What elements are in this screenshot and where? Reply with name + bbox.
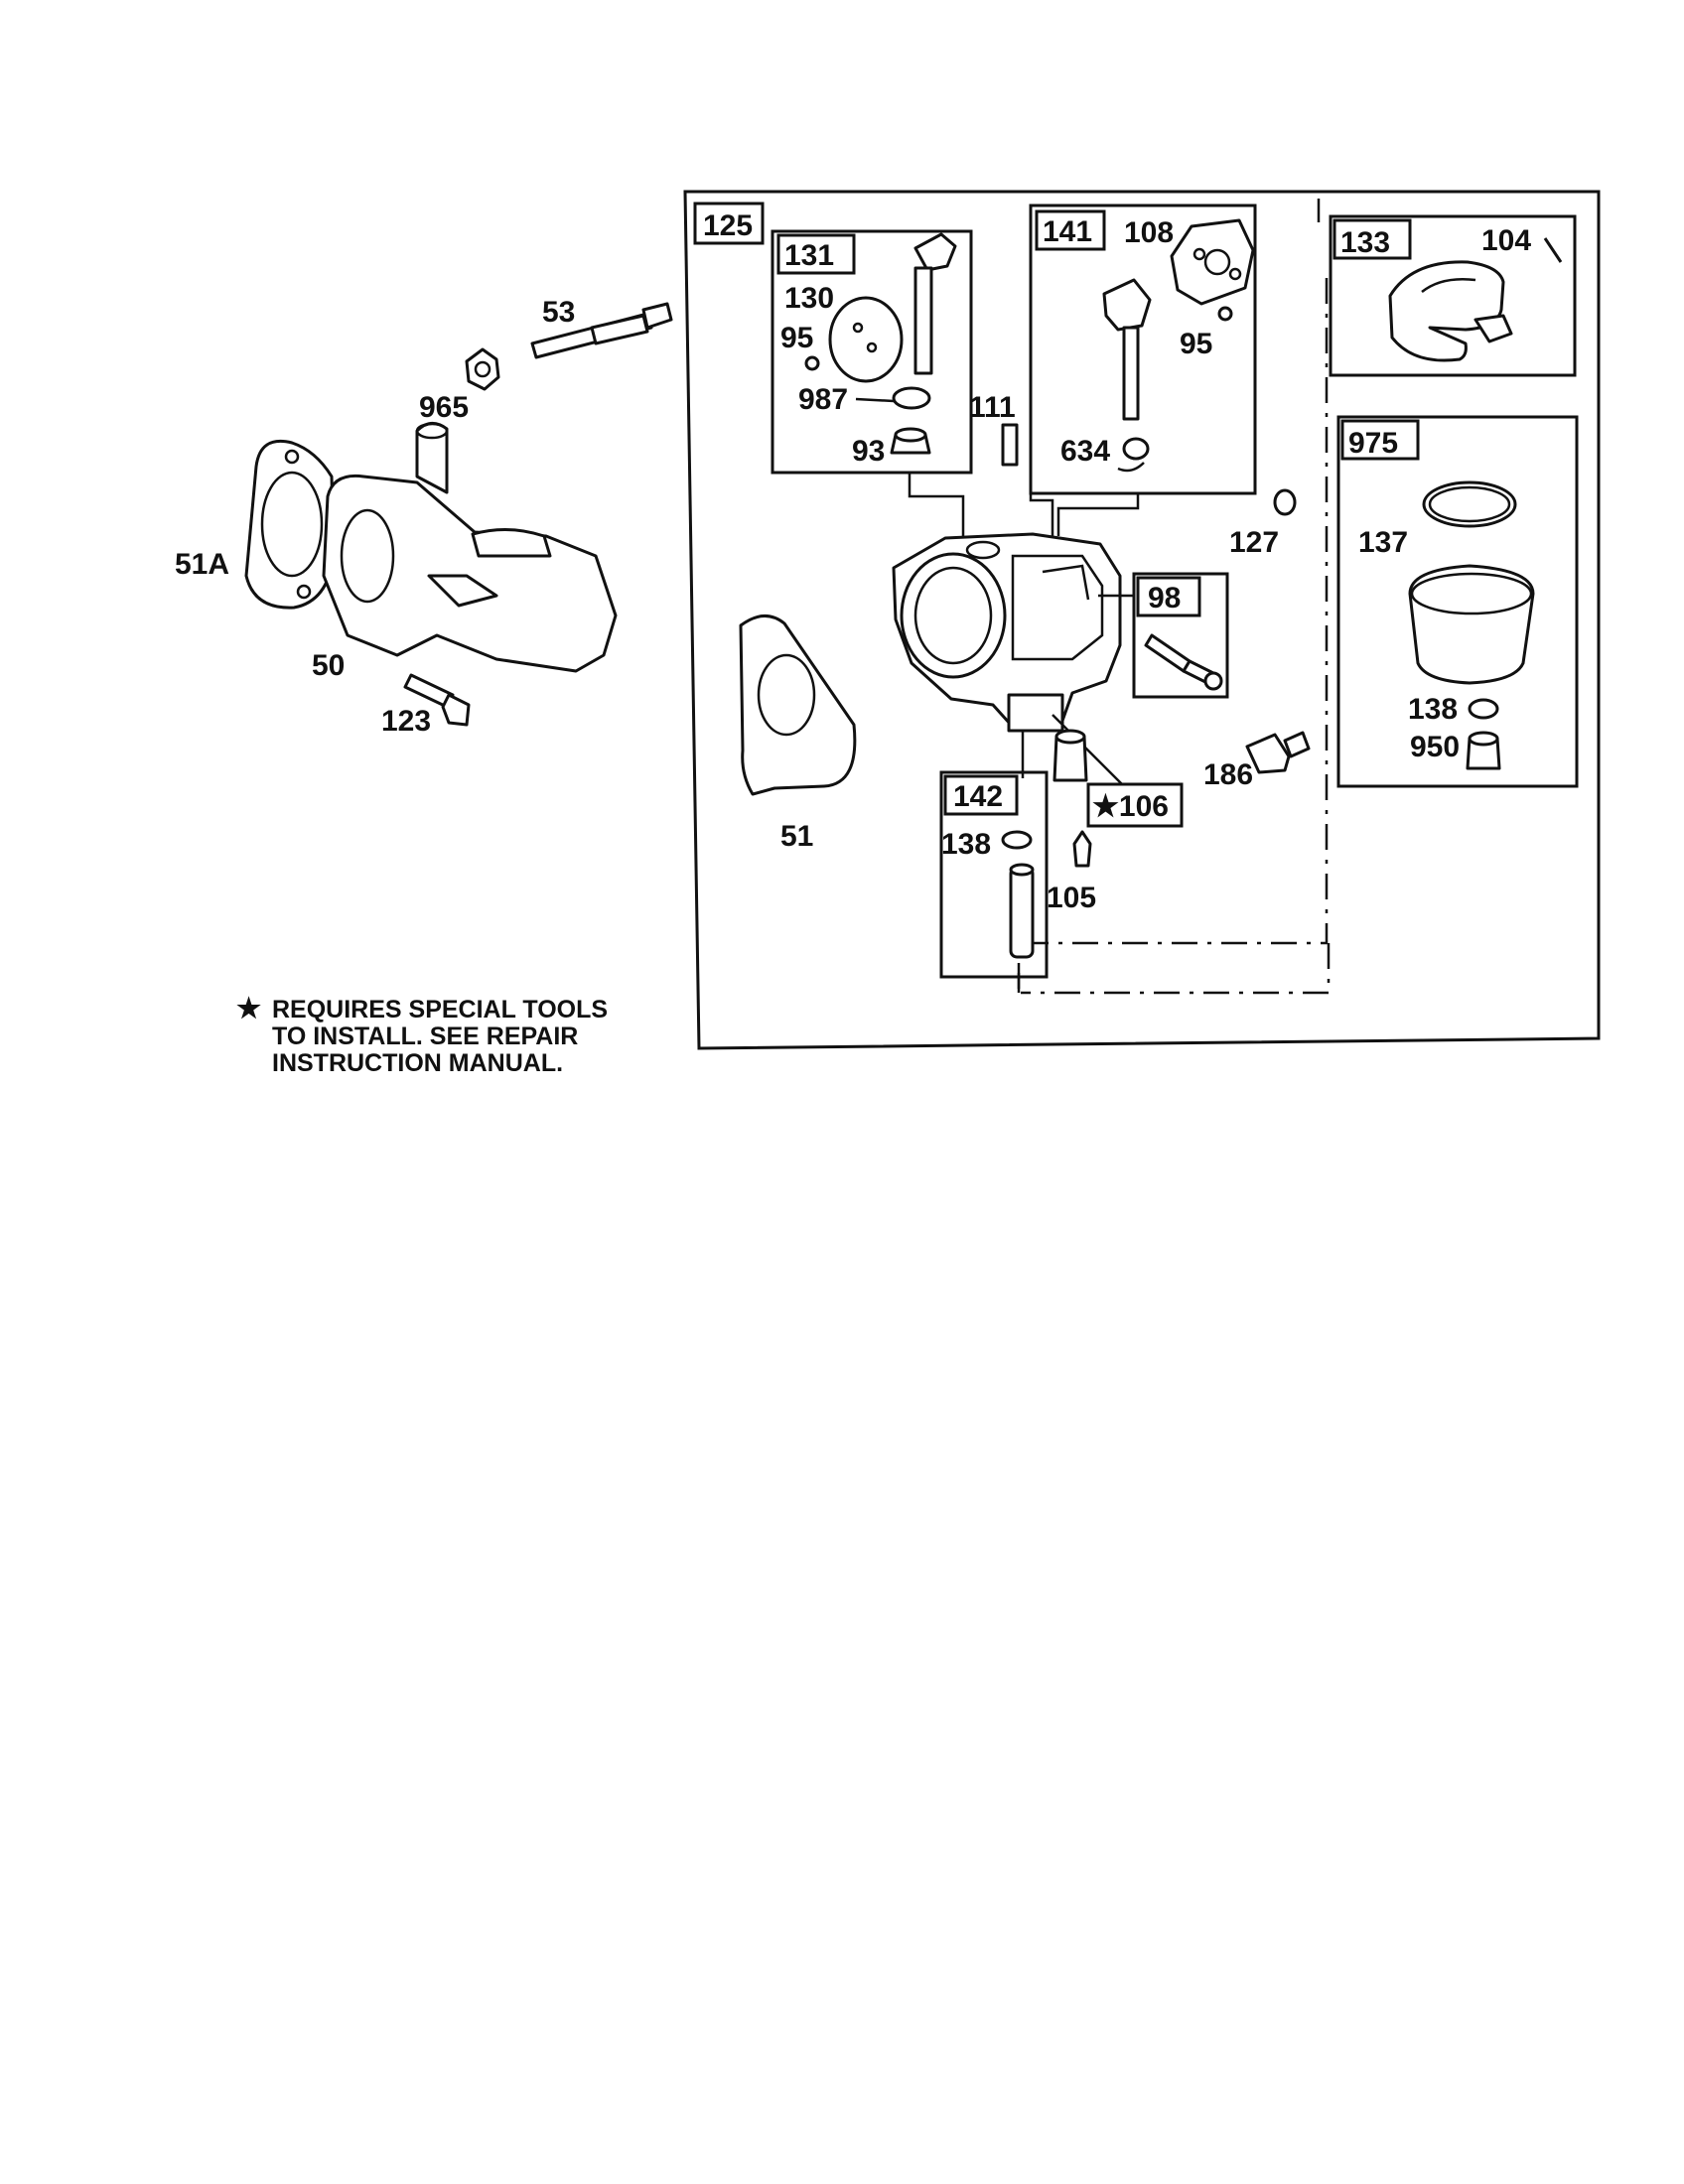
screw-95-b	[1217, 306, 1233, 322]
seal-987	[892, 386, 931, 410]
note-line-1: REQUIRES SPECIAL TOOLS	[272, 996, 609, 1024]
kit-box-141: 141	[1029, 204, 1257, 495]
throttle-plate-108	[1170, 218, 1255, 306]
svg-text:125: 125	[703, 209, 753, 242]
choke-plate	[828, 296, 904, 383]
gasket-51A	[244, 440, 336, 610]
callout-93: 93	[852, 435, 885, 468]
choke-lever	[913, 232, 957, 272]
callout-127: 127	[1229, 526, 1279, 559]
kit-box-142: 142	[939, 770, 1049, 979]
washer-138-a	[1468, 698, 1499, 720]
screw-123	[403, 673, 471, 727]
note-line-3: INSTRUCTION MANUAL.	[272, 1049, 564, 1077]
callout-111: 111	[969, 391, 1016, 424]
callout-138-a: 138	[1408, 693, 1458, 726]
gasket-51	[739, 614, 857, 796]
callout-123: 123	[381, 705, 431, 738]
svg-text:133: 133	[1340, 226, 1390, 259]
note-line-2: TO INSTALL. SEE REPAIR	[272, 1023, 579, 1050]
main-jet-tube	[1009, 866, 1035, 959]
callout-108: 108	[1124, 216, 1174, 249]
callout-634: 634	[1060, 435, 1110, 468]
float-hinge	[1474, 314, 1513, 343]
main-frame	[683, 190, 1601, 1050]
carburetor-body	[892, 532, 1122, 733]
choke-shaft	[913, 266, 933, 375]
spring-634	[1122, 437, 1150, 461]
throttle-shaft	[1122, 326, 1140, 421]
screw-95-a	[804, 355, 820, 371]
idle-spring	[1144, 633, 1192, 673]
nut-965	[465, 347, 500, 391]
callout-95-a: 95	[780, 322, 813, 354]
callout-138-b: 138	[941, 828, 991, 861]
bowl-gasket-137	[1422, 480, 1517, 528]
callout-186: 186	[1203, 758, 1253, 791]
svg-text:142: 142	[953, 780, 1003, 813]
intake-manifold-50	[322, 422, 618, 673]
kit-box-133: 133	[1329, 214, 1577, 377]
throttle-lever	[1102, 278, 1152, 332]
callout-137: 137	[1358, 526, 1408, 559]
idle-jet-111	[1001, 423, 1019, 467]
svg-text:141: 141	[1043, 215, 1092, 248]
boxed-callout-125: 125	[693, 202, 765, 245]
svg-text:★106: ★106	[1092, 790, 1169, 823]
svg-text:131: 131	[784, 239, 834, 272]
washer-138-b	[1001, 830, 1033, 850]
callout-50: 50	[312, 649, 345, 682]
callout-105: 105	[1047, 882, 1096, 914]
callout-950: 950	[1410, 731, 1460, 763]
kit-box-98: 98	[1132, 572, 1229, 699]
kit-box-975: 975	[1336, 415, 1579, 788]
stud-53	[530, 302, 673, 359]
fuel-fitting-186	[1245, 733, 1291, 774]
star-icon: ★	[236, 993, 262, 1024]
boxed-callout-106: ★106	[1086, 782, 1184, 828]
inlet-needle-105	[1072, 830, 1092, 868]
svg-text:975: 975	[1348, 427, 1398, 460]
callout-51: 51	[780, 820, 813, 853]
callout-130: 130	[784, 282, 834, 315]
washer-127	[1273, 488, 1297, 516]
callout-987: 987	[798, 383, 848, 416]
float	[1388, 260, 1505, 362]
callout-95-b: 95	[1180, 328, 1212, 360]
callout-53: 53	[542, 296, 575, 329]
svg-text:98: 98	[1148, 582, 1181, 614]
hinge-pin-104	[1543, 237, 1563, 263]
kit-box-131: 131	[771, 229, 973, 475]
callout-965: 965	[419, 391, 469, 424]
callout-51A: 51A	[175, 548, 229, 581]
callout-104: 104	[1481, 224, 1531, 257]
float-bowl	[1408, 564, 1535, 685]
special-tools-note: ★ REQUIRES SPECIAL TOOLS TO INSTALL. SEE…	[236, 993, 675, 1077]
